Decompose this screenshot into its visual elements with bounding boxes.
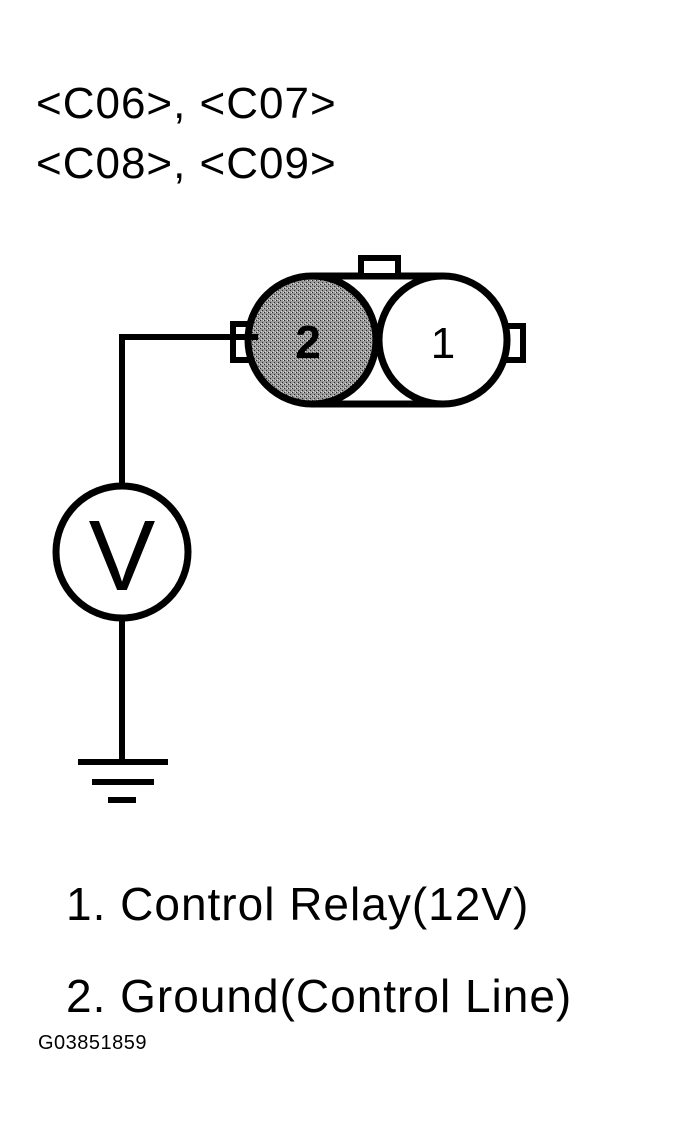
ground-icon — [78, 759, 168, 803]
connector-latch — [358, 255, 401, 279]
legend: 1. Control Relay(12V) 2. Ground(Control … — [66, 858, 572, 1042]
voltmeter-icon: V — [52, 482, 192, 622]
probe-wire — [119, 334, 258, 486]
figure-code: G03851859 — [38, 1032, 148, 1054]
pin-2-label: 2 — [295, 316, 321, 368]
connector-ids: <C06>, <C07> <C08>, <C09> — [36, 74, 337, 194]
legend-item-1: 1. Control Relay(12V) — [66, 878, 530, 930]
legend-item-2: 2. Ground(Control Line) — [66, 970, 573, 1022]
voltmeter-symbol: V — [89, 500, 156, 612]
connector-ids-line-2: <C08>, <C09> — [36, 139, 337, 188]
pin-1-label: 1 — [431, 319, 455, 368]
connector-ids-line-1: <C06>, <C07> — [36, 79, 337, 128]
pin-1 — [375, 272, 511, 408]
